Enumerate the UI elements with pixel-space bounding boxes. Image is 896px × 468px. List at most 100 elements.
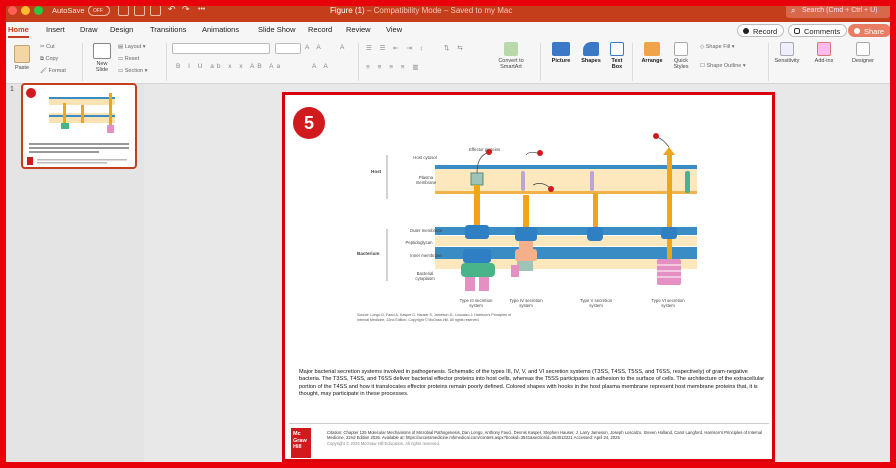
divider <box>82 43 83 81</box>
t6ss-baseplate-stripes <box>657 264 681 278</box>
redo-icon[interactable]: ↷ <box>182 4 190 14</box>
divider <box>166 43 167 81</box>
t4ss-atpase <box>517 261 533 271</box>
t3ss-atpase <box>465 277 475 291</box>
search-placeholder: Search (Cmd + Ctrl + U) <box>802 7 878 14</box>
host-membrane-outer-edge <box>435 165 697 169</box>
comments-button[interactable]: Comments <box>788 24 848 37</box>
outer-membrane-label: Outer membrane <box>409 228 443 233</box>
addins-button[interactable]: Add-ins <box>810 42 838 64</box>
sensitivity-button[interactable]: Sensitivity <box>772 42 802 64</box>
t5ss-passenger <box>593 193 598 229</box>
reset-button[interactable]: ▭ Reset <box>118 56 140 62</box>
sensitivity-icon <box>780 42 794 56</box>
bacterial-cytoplasm-label: Bacterial cytoplasm <box>415 271 435 281</box>
designer-button[interactable]: Designer <box>848 42 878 64</box>
t6ss-membrane-complex <box>661 227 677 239</box>
zoom-window-button[interactable] <box>34 6 43 15</box>
tab-record[interactable]: Record <box>308 25 333 34</box>
clipboard-icon <box>14 45 30 63</box>
tab-view[interactable]: View <box>386 25 403 34</box>
tab-home[interactable]: Home <box>8 25 29 38</box>
text-box-button[interactable]: Text Box <box>606 42 628 70</box>
t4ss-pilus <box>523 195 529 231</box>
peptidoglycan <box>435 236 697 246</box>
tab-design[interactable]: Design <box>110 25 134 34</box>
divider <box>540 43 541 81</box>
font-size-select[interactable] <box>275 43 301 54</box>
record-button[interactable]: Record <box>737 24 785 37</box>
t3ss-cytoplasmic-ring <box>461 263 495 277</box>
paste-button[interactable]: Paste <box>12 45 32 71</box>
font-name-select[interactable] <box>172 43 270 54</box>
new-slide-button[interactable]: New Slide <box>90 43 114 73</box>
document-title: Figure (1) – Compatibility Mode – Saved … <box>330 6 513 15</box>
close-window-button[interactable] <box>8 6 17 15</box>
quick-styles-button[interactable]: Quick Styles <box>668 42 694 70</box>
minimize-window-button[interactable] <box>21 6 30 15</box>
secretion-systems-diagram <box>386 133 697 291</box>
search-box[interactable]: ⌕ Search (Cmd + Ctrl + U) <box>786 4 890 18</box>
effector-proteins-label: Effector proteins <box>469 147 501 152</box>
slide-canvas[interactable]: 5 <box>282 92 775 462</box>
t3ss-effector-line <box>476 152 488 174</box>
font-style-buttons[interactable]: B I U ab x x AB Aa <box>176 63 284 70</box>
copy-button[interactable]: ⧉ Copy <box>40 56 59 62</box>
section-button[interactable]: ▭ Section ▾ <box>118 68 148 74</box>
title-bar: AutoSave OFF ↶ ↷ ••• Figure (1) – Compat… <box>0 0 896 22</box>
picture-button[interactable]: Picture <box>548 42 574 64</box>
t3ss-needle <box>474 185 480 229</box>
tab-draw[interactable]: Draw <box>80 25 98 34</box>
t6ss-tip <box>663 147 675 155</box>
t4ss-atpase <box>511 265 519 277</box>
t4ss-effector <box>537 150 543 156</box>
home-icon[interactable] <box>118 5 129 16</box>
t4ss-inner-core <box>515 249 537 261</box>
autosave-toggle[interactable]: OFF <box>88 5 110 16</box>
t4ss-effector-line <box>525 151 538 156</box>
picture-icon <box>552 42 570 56</box>
quick-styles-icon <box>674 42 688 56</box>
text-direction-buttons[interactable]: ⇅ ⇆ <box>444 45 466 52</box>
t4ss-channel <box>519 241 533 249</box>
slide-thumbnail[interactable] <box>21 83 137 169</box>
tab-slide-show[interactable]: Slide Show <box>258 25 296 34</box>
ribbon-tools: Paste ✂ Cut ⧉ Copy 🖌 Format New Slide ▤ … <box>0 39 896 84</box>
cut-button[interactable]: ✂ Cut <box>40 44 55 50</box>
convert-smartart-button[interactable]: Convert to SmartArt <box>494 42 528 70</box>
outer-membrane <box>435 227 697 235</box>
format-painter-button[interactable]: 🖌 Format <box>40 68 66 74</box>
t4ss-effector <box>548 186 554 192</box>
shape-fill-button[interactable]: ◇ Shape Fill ▾ <box>700 44 735 50</box>
layout-button[interactable]: ▤ Layout ▾ <box>118 44 146 50</box>
t4ss-effector-line <box>532 183 550 188</box>
t6ss-sheath <box>667 151 672 263</box>
t3ss-outer-ring <box>465 225 489 239</box>
tab-review[interactable]: Review <box>346 25 371 34</box>
list-buttons[interactable]: ☰ ☰ ⇤ ⇥ ↕ <box>366 45 427 52</box>
t3ss-translocon <box>470 172 484 186</box>
font-size-controls[interactable]: A A <box>305 44 324 51</box>
t6ss-host-protein <box>685 171 690 193</box>
tab-animations[interactable]: Animations <box>202 25 240 34</box>
more-options-icon[interactable]: ••• <box>198 6 206 13</box>
tab-insert[interactable]: Insert <box>46 25 65 34</box>
share-button[interactable]: Share <box>848 24 892 37</box>
divider <box>768 43 769 81</box>
arrange-icon <box>644 42 660 56</box>
clear-format-icon[interactable]: A <box>340 44 348 51</box>
ribbon-tabs: Home Insert Draw Design Transitions Anim… <box>0 22 896 38</box>
t4ss-host-protein <box>521 171 525 191</box>
save-icon[interactable] <box>134 5 145 16</box>
autosave-label: AutoSave <box>52 6 85 15</box>
text-box-icon <box>610 42 624 56</box>
font-color-buttons[interactable]: A A <box>312 63 331 70</box>
shape-outline-button[interactable]: ☐ Shape Outline ▾ <box>700 63 746 69</box>
shapes-button[interactable]: Shapes <box>578 42 604 64</box>
tab-transitions[interactable]: Transitions <box>150 25 187 34</box>
align-buttons[interactable]: ≡ ≡ ≡ ≡ ▥ <box>366 64 422 71</box>
undo-icon[interactable]: ↶ <box>168 4 176 14</box>
arrange-button[interactable]: Arrange <box>638 42 666 64</box>
t3ss-effector <box>486 149 492 155</box>
print-icon[interactable] <box>150 5 161 16</box>
